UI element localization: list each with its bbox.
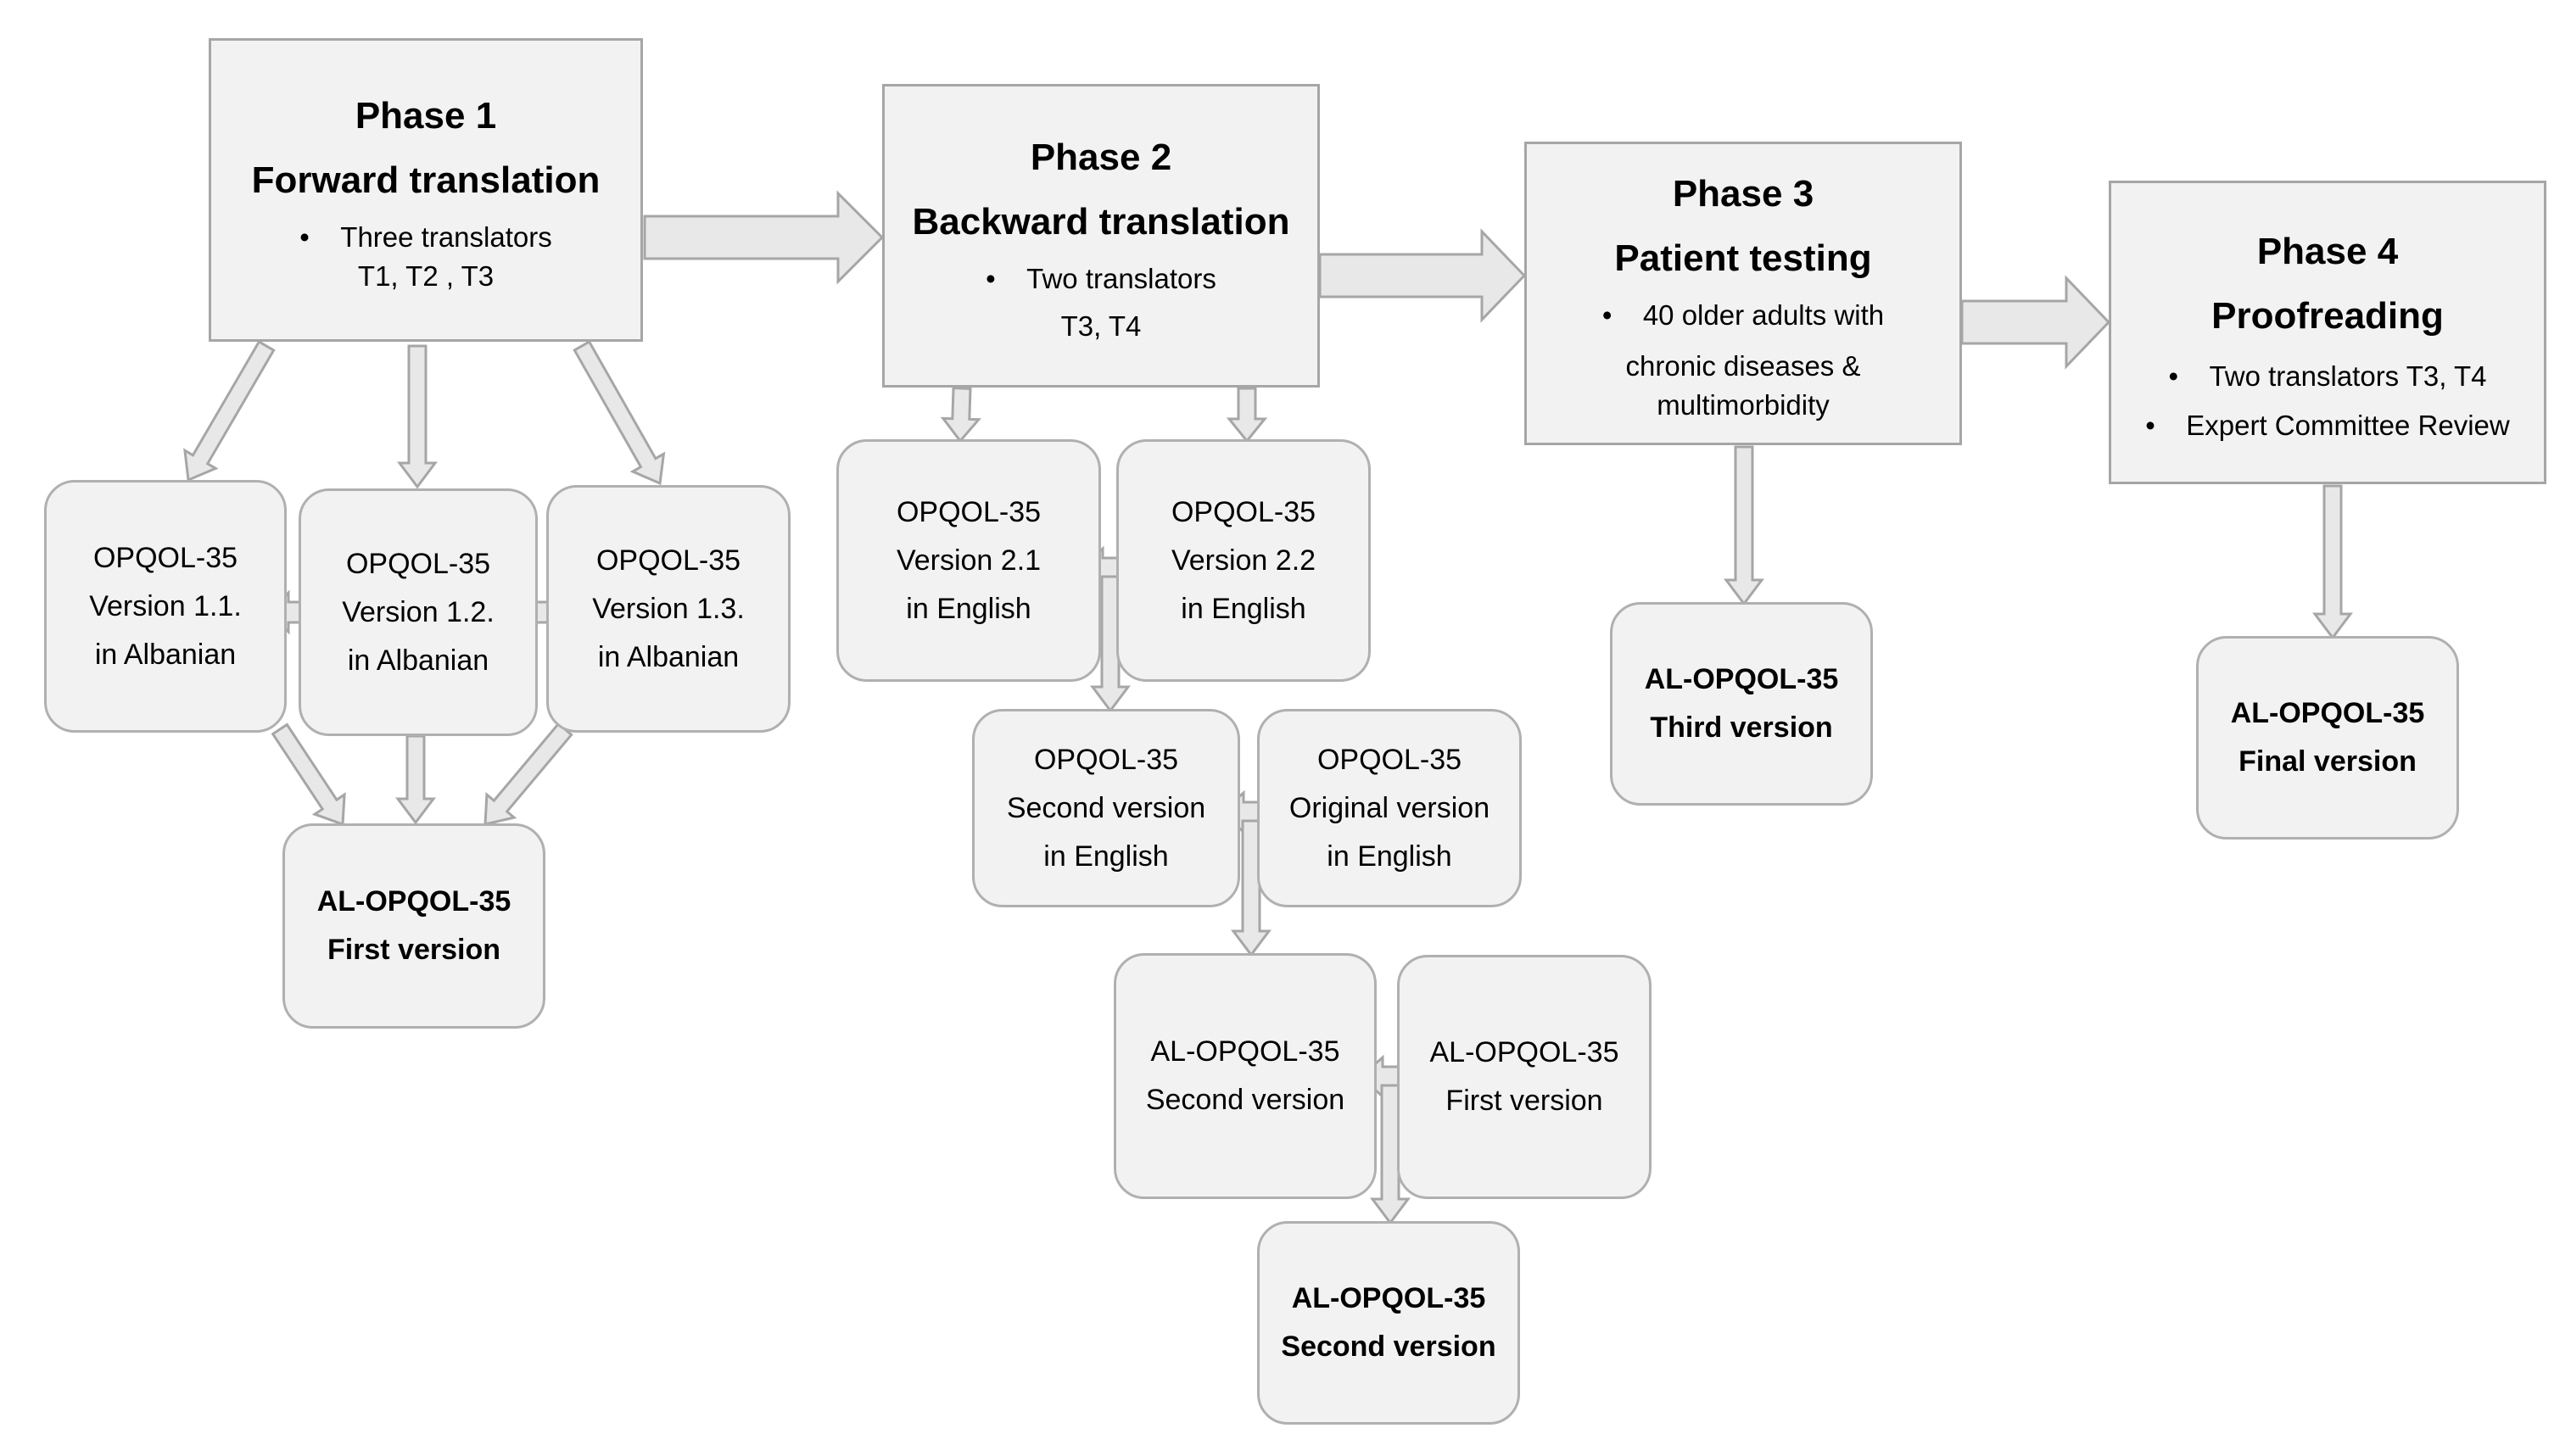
bullet-continuation: T1, T2 , T3 [357,260,495,292]
bullet-item: •40 older adults with [1601,299,1885,331]
down-arrow-p2-left [940,387,982,443]
down-arrow-p1-center [397,344,438,489]
down-arrow-p1-left [183,339,276,483]
down-arrow-p2-right [1226,387,1268,443]
bullet-item: •Two translators T3, T4 [2168,360,2487,392]
bullet-continuation: multimorbidity [1657,389,1830,421]
phase-2-title: Phase 2 [1030,137,1172,178]
phase-arrow-3-to-4 [1960,275,2111,370]
down-arrow-v13-to-first [483,722,573,826]
bullet-continuation: chronic diseases & [1625,350,1861,382]
down-arrow-to-third [1724,445,1764,606]
phase-4-subtitle: Proofreading [2211,295,2444,337]
down-arrow-v12-to-first [395,734,436,825]
phase-4-box: Phase 4 Proofreading •Two translators T3… [2109,181,2546,484]
down-arrow-to-final [2312,484,2353,640]
phase-arrow-1-to-2 [643,190,885,285]
bullet-continuation: T3, T4 [1060,310,1142,342]
phase-3-box: Phase 3 Patient testing •40 older adults… [1524,142,1962,445]
bullet-item: •Expert Committee Review [2145,410,2510,441]
phase-3-bullets: •40 older adults with chronic diseases &… [1602,296,1884,425]
phase-2-box: Phase 2 Backward translation •Two transl… [882,84,1320,388]
down-arrow-v11-to-first [271,722,346,827]
phase-4-bullets: •Two translators T3, T4 •Expert Committe… [2145,357,2509,445]
phase-1-title: Phase 1 [355,95,497,137]
phase-arrow-2-to-3 [1318,228,1527,323]
phase-3-subtitle: Patient testing [1614,237,1872,279]
bullet-item: •Two translators [986,263,1216,294]
bullet-item: •Three translators [299,221,552,253]
phase-1-bullets: •Three translators T1, T2 , T3 [299,218,551,296]
down-arrow-p1-right [573,340,666,486]
phase-1-box: Phase 1 Forward translation •Three trans… [209,38,643,342]
phase-3-title: Phase 3 [1672,173,1814,215]
phase-1-subtitle: Forward translation [251,159,601,201]
phase-2-bullets: •Two translators T3, T4 [986,259,1216,346]
phase-2-subtitle: Backward translation [912,201,1290,243]
phase-4-title: Phase 4 [2256,231,2399,272]
